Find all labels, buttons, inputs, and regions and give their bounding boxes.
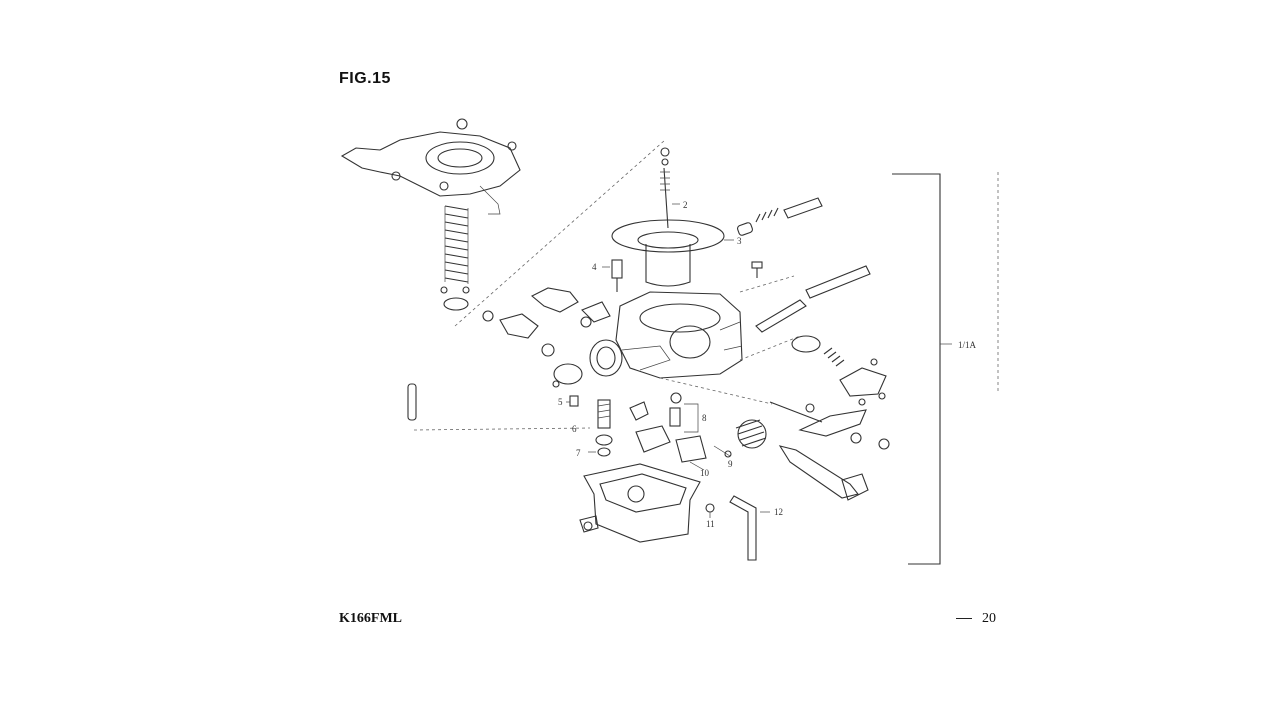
- small-clip: [629, 401, 649, 421]
- page-dash: [956, 618, 972, 620]
- callout-6: 6: [572, 424, 577, 434]
- float-bowl: [579, 463, 701, 543]
- float-pin: [713, 445, 732, 458]
- top-cover-bracket: [340, 118, 521, 215]
- guide-line-left: [413, 427, 591, 431]
- guide-line-top-right: [739, 275, 795, 293]
- screw-top-right: [751, 261, 763, 278]
- throttle-plate: [552, 363, 583, 388]
- needle-jet-holder: [597, 399, 611, 429]
- main-jet: [588, 434, 613, 457]
- callout-7: 7: [576, 448, 581, 458]
- callout-11: 11: [706, 519, 715, 529]
- throttle-return-spring: [735, 419, 767, 449]
- figure-title: FIG.15: [339, 70, 391, 87]
- assembly-label: 1/1A: [958, 340, 977, 350]
- starter-plunger: [602, 259, 623, 292]
- model-code: K166FML: [339, 611, 402, 626]
- callout-9: 9: [728, 459, 733, 469]
- guide-line-right: [739, 335, 801, 361]
- drain-screw: [705, 503, 715, 518]
- piston-spring: [440, 205, 470, 311]
- jet-needle: [660, 147, 680, 229]
- page-number-text: 20: [982, 611, 996, 626]
- assembly-bracket: [892, 172, 999, 565]
- callout-3: 3: [737, 236, 742, 246]
- overflow-hose: [407, 383, 417, 421]
- callout-4: 4: [592, 262, 597, 272]
- pilot-screw: [669, 392, 699, 433]
- drain-hose: [729, 495, 770, 561]
- pilot-jet: [566, 395, 579, 407]
- float: [635, 425, 707, 471]
- callout-12: 12: [774, 507, 783, 517]
- choke-assembly: [791, 335, 887, 406]
- diaphragm-piston: [611, 219, 734, 287]
- throttle-linkage: [482, 287, 611, 357]
- guide-line-upper: [454, 139, 666, 327]
- callout-5: 5: [558, 397, 563, 407]
- carburetor-body: [589, 291, 743, 379]
- guide-line-lower: [659, 377, 773, 405]
- throttle-shaft: [769, 401, 890, 501]
- callout-8: 8: [702, 413, 707, 423]
- callout-10: 10: [700, 468, 710, 478]
- callout-2: 2: [683, 200, 688, 210]
- page-number: 20: [956, 611, 996, 627]
- idle-adjust-screw: [737, 197, 823, 236]
- vent-hose: [755, 265, 871, 333]
